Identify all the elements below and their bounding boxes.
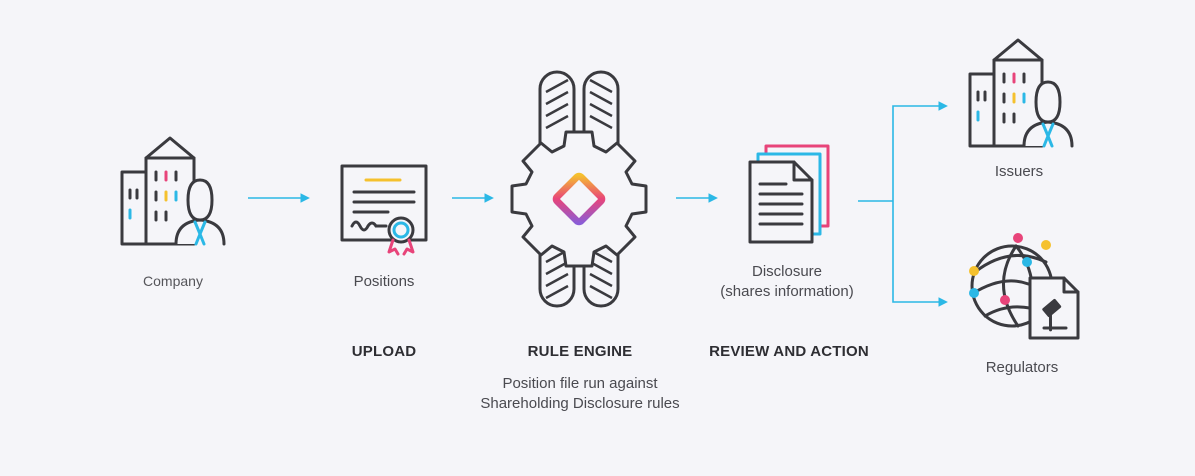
issuers-icon [968, 38, 1074, 148]
upload-step-title: UPLOAD [351, 343, 417, 360]
rule-engine-step-title: RULE ENGINE [527, 343, 633, 360]
rule-engine-desc-line1: Position file run against [502, 375, 658, 392]
regulators-icon [969, 233, 1080, 340]
rule-engine-icon [510, 70, 648, 308]
rule-engine-desc-line2: Shareholding Disclosure rules [480, 395, 680, 412]
disclosure-sublabel: (shares information) [720, 283, 854, 300]
arrow-to-issuers [892, 101, 948, 201]
arrow-to-regulators [892, 201, 948, 307]
disclosure-label: Disclosure [751, 263, 823, 280]
issuers-label: Issuers [994, 163, 1044, 180]
certificate-icon [340, 164, 428, 256]
positions-label: Positions [353, 273, 415, 290]
company-label: Company [143, 273, 203, 289]
documents-icon [748, 144, 830, 244]
review-step-title: REVIEW AND ACTION [709, 343, 869, 360]
regulators-label: Regulators [985, 359, 1059, 376]
company-icon [120, 136, 226, 246]
flow-arrows [248, 101, 948, 307]
